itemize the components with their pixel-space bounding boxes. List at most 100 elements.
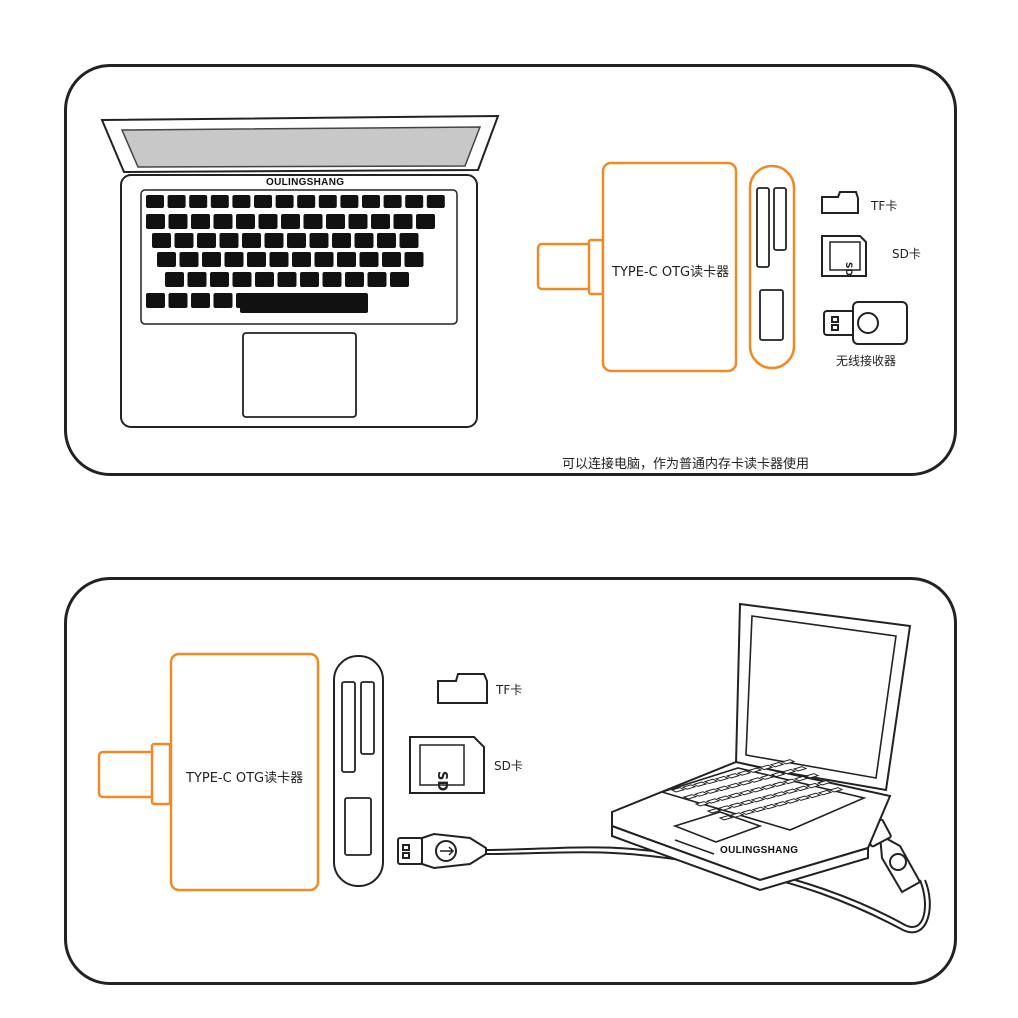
key [247, 252, 266, 267]
key [258, 214, 278, 229]
key [157, 252, 176, 267]
key [747, 767, 763, 773]
key [264, 233, 284, 248]
key [340, 195, 359, 208]
wireless-receiver-icon [823, 301, 908, 345]
key [694, 801, 710, 807]
key [772, 791, 788, 797]
key [255, 272, 274, 287]
key [795, 795, 811, 801]
key [210, 272, 229, 287]
key [300, 272, 319, 287]
key [784, 798, 800, 804]
key [749, 787, 765, 793]
key [718, 815, 734, 821]
key [297, 195, 316, 208]
key [783, 788, 799, 794]
key [202, 252, 221, 267]
key [793, 775, 809, 782]
key [292, 252, 311, 267]
sd-card-icon: SD [821, 235, 867, 277]
top-receiver-label: 无线接收器 [836, 354, 897, 368]
key [232, 195, 251, 208]
key [805, 782, 821, 789]
key [771, 781, 787, 787]
key [367, 272, 387, 287]
key [314, 252, 334, 267]
key [152, 233, 171, 248]
top-slot-1 [756, 187, 770, 268]
key [682, 794, 698, 800]
key [706, 808, 722, 814]
key [758, 764, 774, 771]
key [705, 798, 721, 804]
bottom-reader-label: TYPE-C OTG读卡器 [186, 771, 304, 786]
key [704, 788, 720, 794]
key [762, 803, 778, 810]
key [693, 791, 709, 797]
key [769, 761, 785, 768]
bottom-keyboard-keys [670, 759, 844, 821]
key [219, 233, 239, 248]
key [416, 214, 435, 229]
key [303, 214, 323, 229]
top-slot-2 [773, 187, 787, 251]
key [167, 195, 186, 208]
bottom-sd-label: SD卡 [494, 759, 523, 773]
key [728, 802, 744, 808]
key [794, 785, 810, 792]
key [377, 233, 396, 248]
tf-card-icon-bottom [437, 673, 488, 704]
key [359, 252, 379, 267]
key [792, 766, 808, 772]
key [189, 195, 208, 208]
svg-text:SD: SD [843, 262, 853, 276]
bottom-tf-label: TF卡 [496, 683, 523, 697]
key [275, 195, 294, 208]
key [210, 195, 229, 208]
key [759, 774, 775, 780]
key [727, 792, 743, 799]
key [224, 252, 244, 267]
key [146, 214, 165, 229]
top-usb-slot [759, 289, 784, 341]
key [750, 796, 766, 803]
key [191, 214, 210, 229]
bottom-reader-side [333, 655, 384, 887]
key [345, 272, 364, 287]
key [277, 272, 297, 287]
key [725, 773, 741, 779]
key [337, 252, 356, 267]
spacebar [240, 293, 368, 313]
key [714, 775, 730, 782]
top-keyboard-keys [146, 195, 445, 313]
key [692, 781, 708, 787]
key [817, 789, 833, 796]
key [318, 195, 337, 208]
key [770, 771, 786, 778]
key [781, 768, 797, 775]
key [254, 195, 272, 208]
key [737, 780, 753, 786]
key [179, 252, 199, 267]
key [804, 773, 820, 779]
key [174, 233, 194, 248]
key [404, 252, 424, 267]
key [146, 195, 164, 208]
sd-card-icon-bottom: SD [409, 736, 485, 794]
key [187, 272, 207, 287]
key [362, 195, 380, 208]
key [165, 272, 184, 287]
top-caption: 可以连接电脑，作为普通内存卡读卡器使用 [562, 457, 810, 472]
key [197, 233, 216, 248]
key [168, 214, 188, 229]
bottom-laptop [611, 602, 912, 892]
key [806, 792, 822, 799]
key [681, 784, 697, 790]
top-tf-label: TF卡 [871, 199, 898, 213]
top-card-reader [536, 161, 738, 373]
key [393, 214, 413, 229]
key [729, 812, 745, 818]
key [739, 799, 755, 806]
key [426, 195, 445, 208]
